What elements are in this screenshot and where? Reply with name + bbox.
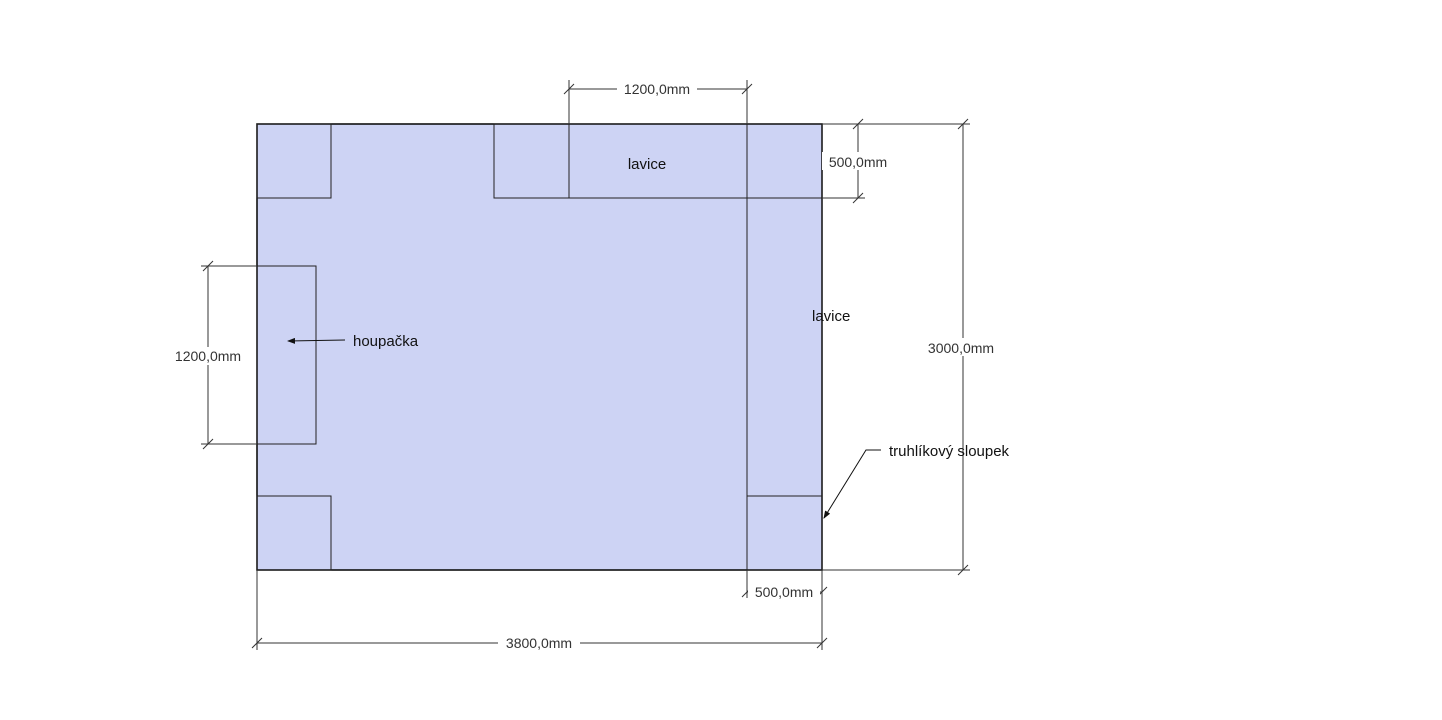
dimension-right-bench-width: 500,0mm xyxy=(741,570,828,601)
bench-right xyxy=(746,123,823,571)
corner-post-top-left xyxy=(256,123,332,199)
swing xyxy=(256,265,317,445)
corner-post-bottom-left xyxy=(256,495,332,571)
play-area xyxy=(256,123,823,571)
label-right-bench: lavice xyxy=(812,308,850,325)
label-planter-post: truhlíkový sloupek xyxy=(889,443,1010,460)
label-top-bench: lavice xyxy=(628,156,666,173)
label-swing: houpačka xyxy=(353,333,419,350)
dimension-swing-length-text: 1200,0mm xyxy=(175,348,241,364)
dimension-total-width: 3800,0mm xyxy=(251,570,828,652)
leader-planter-post: truhlíkový sloupek xyxy=(823,443,1010,519)
dimension-total-depth-text: 3000,0mm xyxy=(928,340,994,356)
dimension-total-width-text: 3800,0mm xyxy=(506,635,572,651)
leader-swing: houpačka xyxy=(287,333,419,350)
dimension-top-bench-depth-text: 500,0mm xyxy=(829,154,887,170)
dimension-swing-length: 1200,0mm xyxy=(167,260,257,450)
dimension-top-bench-depth: 500,0mm xyxy=(822,118,894,204)
dimension-top-bench-width: 1200,0mm xyxy=(563,80,753,124)
dimension-total-depth: 3000,0mm xyxy=(822,118,1003,576)
dimension-right-bench-width-text: 500,0mm xyxy=(755,584,813,600)
dimension-top-bench-width-text: 1200,0mm xyxy=(624,81,690,97)
